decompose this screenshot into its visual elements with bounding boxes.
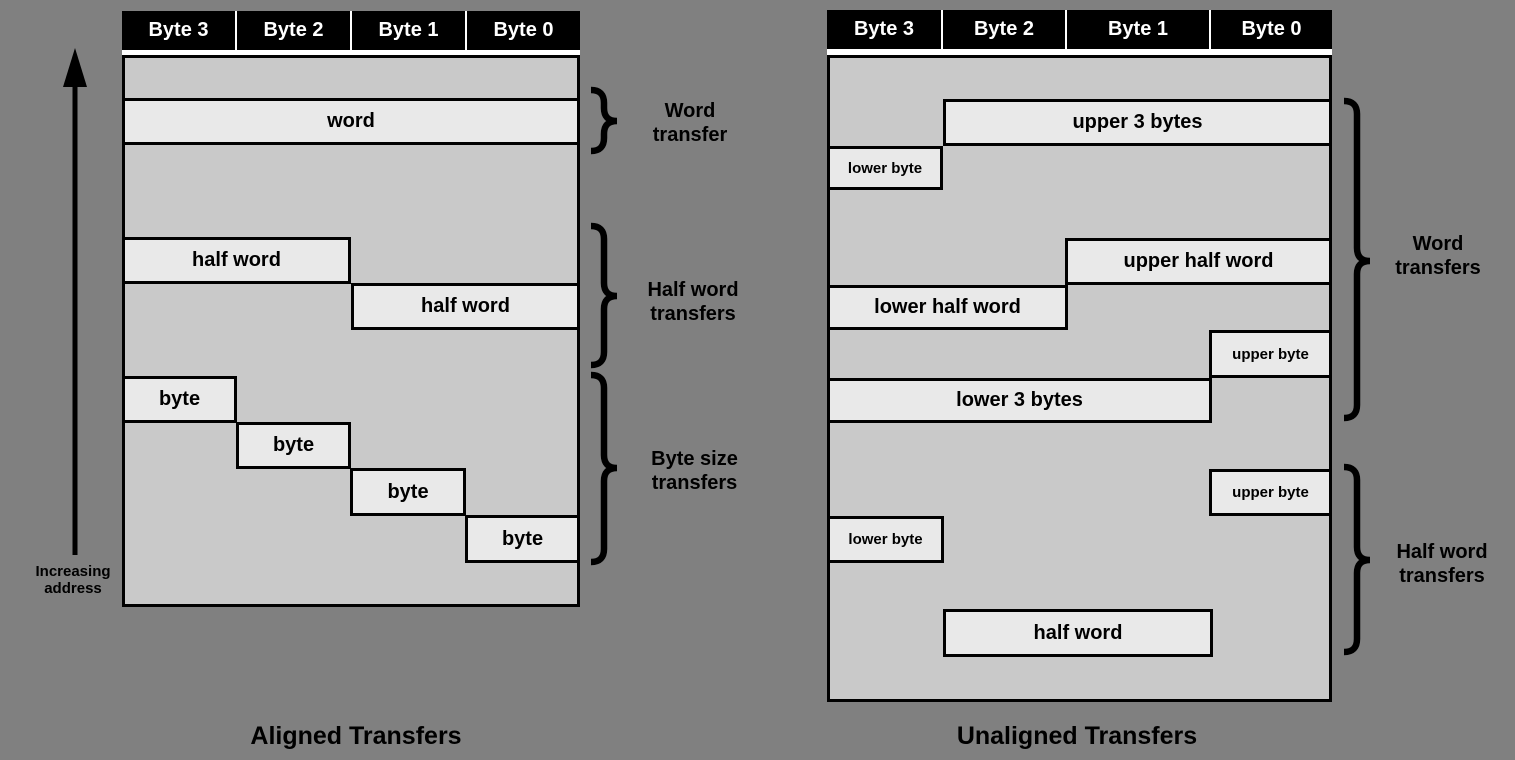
- increasing-address-arrowhead: [63, 48, 87, 87]
- word-transfers-brace-right: [1343, 97, 1371, 422]
- left-header-cell-byte1: Byte 1: [352, 11, 467, 50]
- right-header-cell-byte2: Byte 2: [943, 10, 1067, 49]
- byte-size-transfers-brace: [590, 371, 618, 566]
- byte3-box: byte: [122, 376, 237, 423]
- word-transfer-brace: [590, 86, 618, 155]
- upper-byte-half-word-box: upper byte: [1209, 469, 1332, 516]
- right-header-cell-byte0: Byte 0: [1241, 18, 1302, 40]
- right-header-cell-byte1: Byte 1: [1067, 10, 1211, 49]
- lower-byte-word-box: lower byte: [827, 146, 943, 190]
- half-word-transfers-brace-right: [1343, 463, 1371, 656]
- byte-size-transfers-bracket-label: Byte size transfers: [651, 448, 738, 494]
- upper-half-word-box: upper half word: [1065, 238, 1332, 285]
- right-header-cell-byte3: Byte 3: [827, 10, 943, 49]
- left-header-cell-byte0: Byte 0: [493, 19, 554, 41]
- upper-3-bytes-box: upper 3 bytes: [943, 99, 1332, 146]
- right-header-gap-strip: [827, 49, 1332, 55]
- half-word-transfers-bracket-label-left: Half word transfers: [647, 279, 739, 325]
- byte1-box: byte: [350, 468, 466, 516]
- half-word-unaligned-box: half word: [943, 609, 1213, 657]
- upper-byte-word-box: upper byte: [1209, 330, 1332, 378]
- increasing-address-label: Increasing address: [35, 563, 111, 598]
- unaligned-transfers-caption: Unaligned Transfers: [956, 722, 1198, 750]
- word-transfers-bracket-label: Word transfers: [1395, 233, 1481, 279]
- half-word-lower-box: half word: [351, 283, 580, 330]
- lower-byte-half-word-box: lower byte: [827, 516, 944, 563]
- left-header-cell-byte2: Byte 2: [237, 11, 352, 50]
- byte0-box: byte: [465, 515, 580, 563]
- half-word-transfers-bracket-label-right: Half word transfers: [1396, 541, 1488, 587]
- left-header-cell-byte3: Byte 3: [122, 11, 237, 50]
- aligned-transfers-caption: Aligned Transfers: [250, 722, 462, 750]
- half-word-transfers-brace-left: [590, 222, 618, 369]
- right-byte-lane-header: Byte 3 Byte 2 Byte 1 Byte 0: [827, 10, 1332, 49]
- half-word-upper-box: half word: [122, 237, 351, 284]
- left-byte-lane-header: Byte 3 Byte 2 Byte 1 Byte 0: [122, 11, 580, 50]
- word-box: word: [122, 98, 580, 145]
- lower-half-word-box: lower half word: [827, 285, 1068, 330]
- byte2-box: byte: [236, 422, 351, 469]
- word-transfer-bracket-label: Word transfer: [652, 100, 728, 146]
- left-header-gap-strip: [122, 50, 580, 55]
- lower-3-bytes-box: lower 3 bytes: [827, 378, 1212, 423]
